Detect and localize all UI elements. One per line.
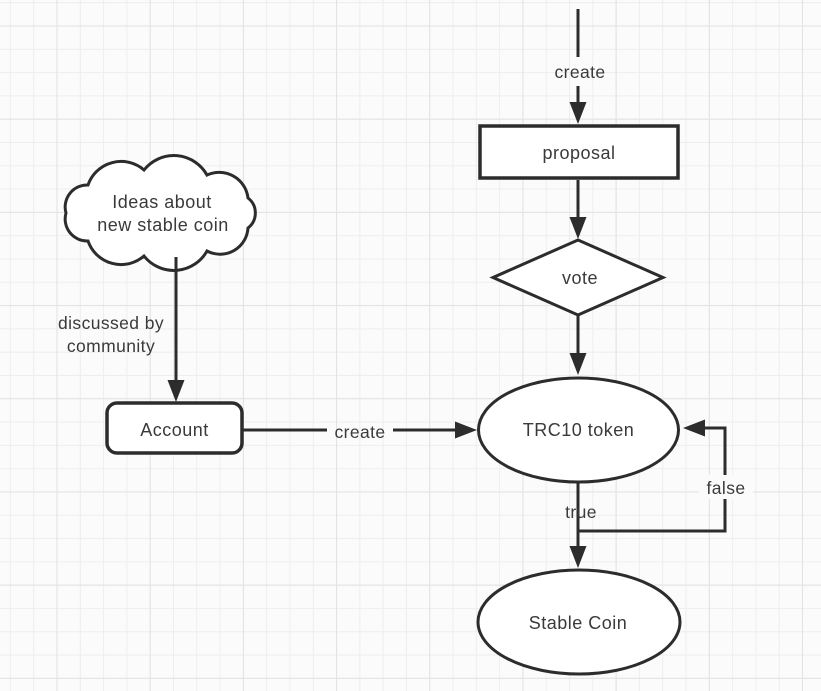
arrow-down-icon (167, 380, 185, 402)
edge-proposal-to-vote[interactable] (569, 180, 587, 239)
stable-coin-ellipse[interactable] (476, 568, 682, 676)
arrow-left-icon (683, 419, 705, 437)
cloud-label-line1: Ideas about (112, 192, 212, 212)
node-idea-cloud[interactable]: Ideas about new stable coin (63, 154, 257, 272)
arrow-down-icon (569, 546, 587, 568)
arrow-down-icon (569, 353, 587, 375)
edge-label-false: false (707, 478, 746, 498)
node-stable-coin[interactable]: Stable Coin (476, 568, 682, 676)
edge-label-true: true (565, 502, 597, 522)
edge-false-branch[interactable]: false (579, 419, 753, 533)
cloud-shape[interactable] (63, 154, 257, 272)
node-trc10-token[interactable]: TRC10 token (477, 376, 680, 484)
account-label: Account (140, 420, 209, 440)
arrow-right-icon (455, 421, 477, 439)
edge-true-branch[interactable]: true (565, 482, 597, 568)
vote-label: vote (562, 268, 598, 288)
arrow-down-icon (569, 102, 587, 124)
cloud-label-line2: new stable coin (97, 215, 229, 235)
node-proposal[interactable]: proposal (478, 124, 680, 180)
proposal-rect[interactable] (478, 124, 680, 180)
edge-label-create-mid: create (334, 422, 385, 442)
edge-discussed-by-community[interactable]: discussed by community (58, 257, 185, 402)
trc10-label: TRC10 token (523, 420, 635, 440)
account-rect[interactable] (105, 401, 244, 455)
vote-diamond[interactable] (489, 238, 667, 317)
edge-label-discussed-line2: community (67, 336, 155, 356)
arrow-down-icon (569, 217, 587, 239)
edge-vote-to-trc10[interactable] (569, 316, 587, 375)
stable-coin-label: Stable Coin (529, 613, 628, 633)
proposal-label: proposal (542, 143, 615, 163)
edge-create-proposal[interactable]: create (554, 9, 605, 124)
node-account[interactable]: Account (105, 401, 244, 455)
node-vote[interactable]: vote (489, 238, 667, 317)
edge-label-create-top: create (554, 62, 605, 82)
edge-create-trc10[interactable]: create (242, 421, 477, 443)
edge-label-discussed-line1: discussed by (58, 313, 164, 333)
false-label-mask (699, 475, 753, 499)
